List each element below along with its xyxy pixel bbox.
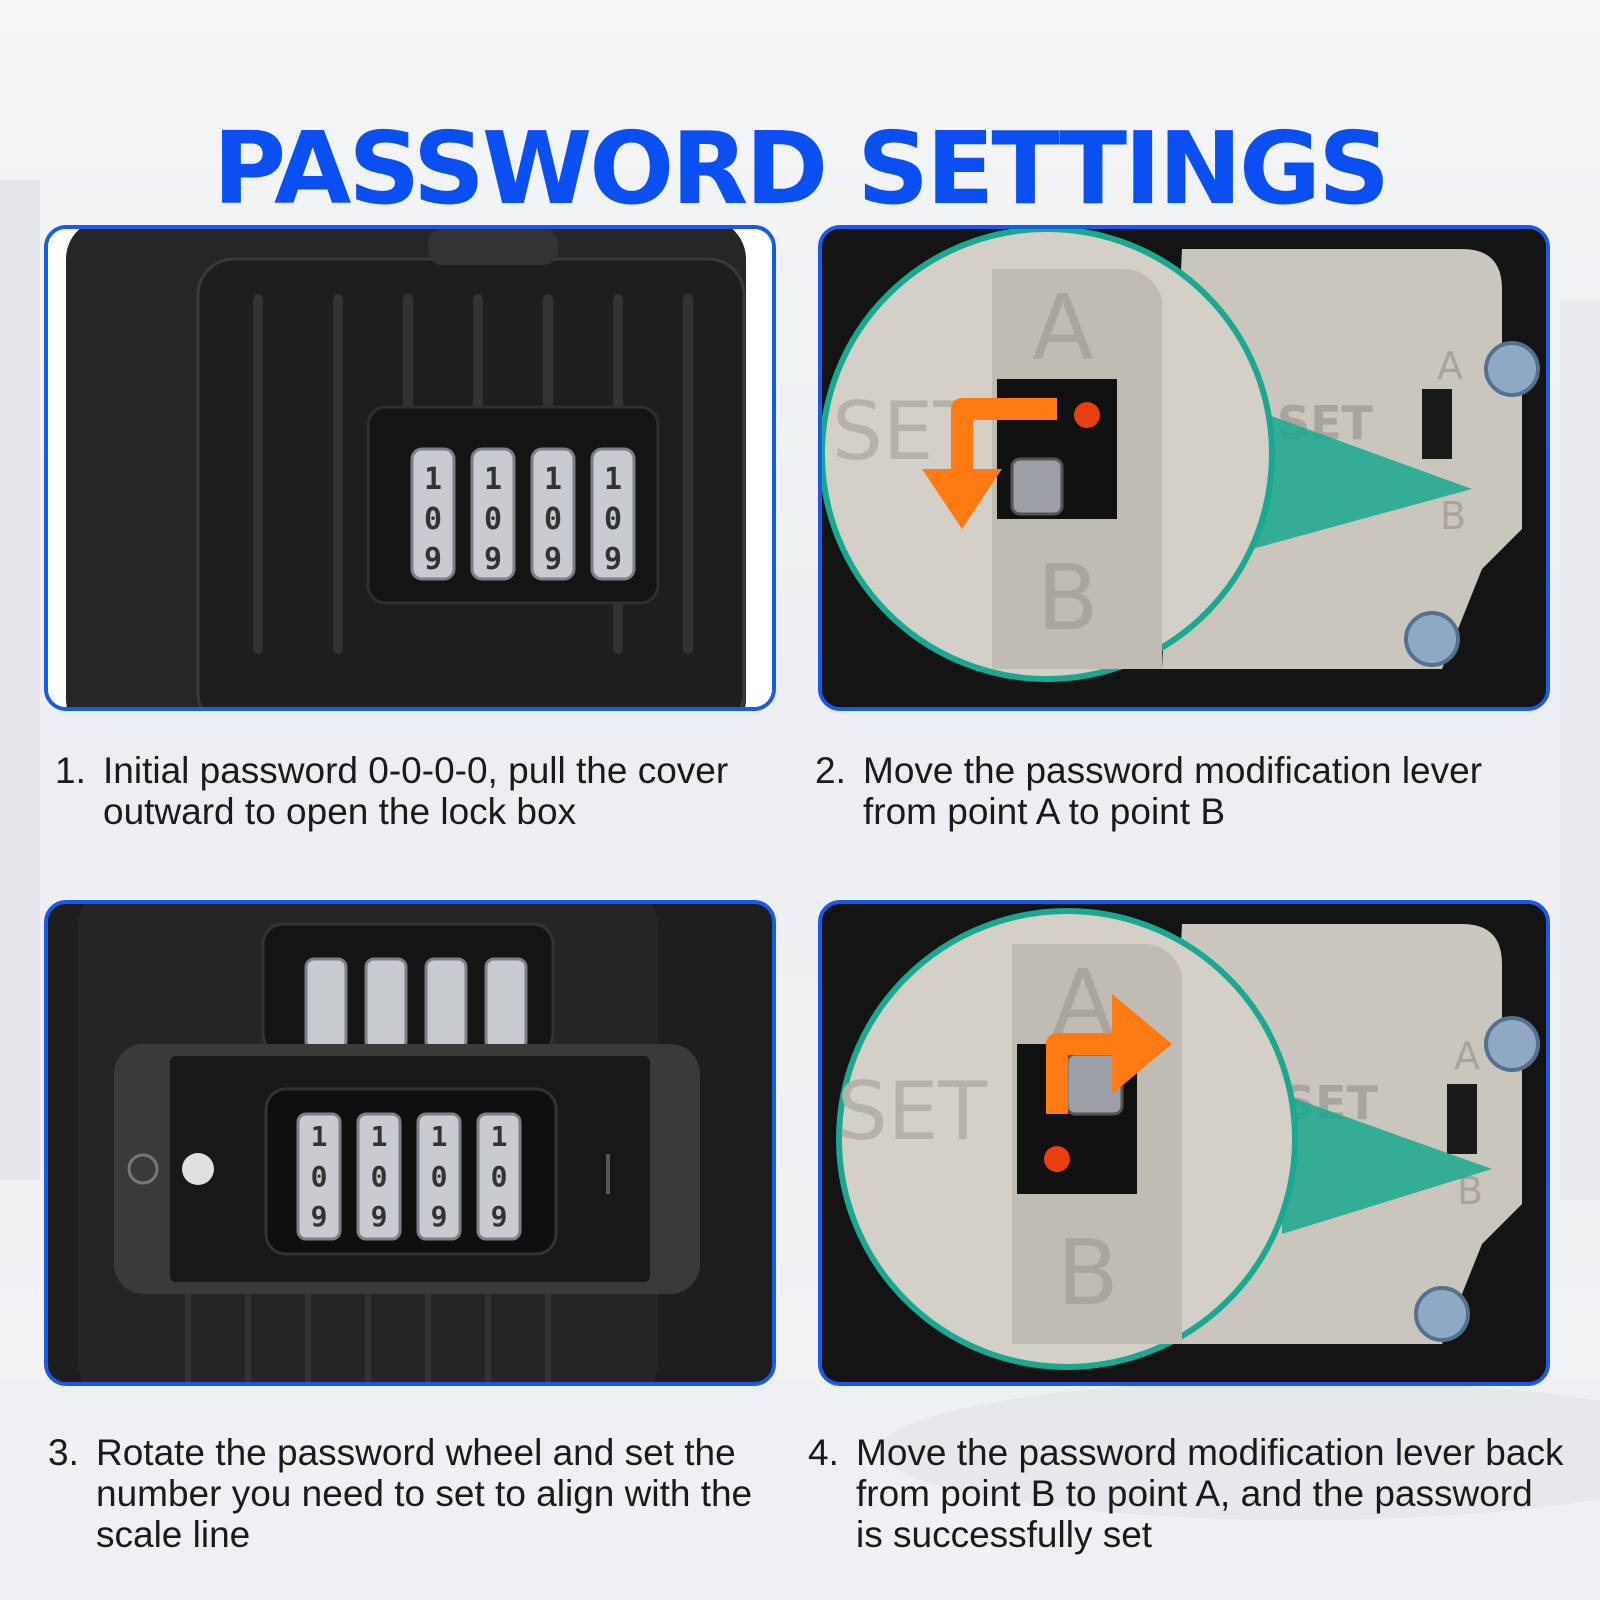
- step-text: Initial password 0-0-0-0, pull the cover…: [103, 750, 729, 832]
- screw-icon: [1404, 611, 1460, 667]
- arrow-head-icon: [922, 469, 1002, 529]
- svg-text:9: 9: [544, 542, 562, 577]
- point-a-marker: [1074, 402, 1100, 428]
- svg-text:1: 1: [484, 462, 502, 497]
- step-number: 1.: [55, 750, 86, 791]
- svg-text:A: A: [1437, 344, 1463, 388]
- page-title: PASSWORD SETTINGS: [212, 110, 1390, 227]
- step-3-instruction: 3. Rotate the password wheel and set the …: [48, 1432, 768, 1555]
- panel-step-1-lock-box: 1 0 9 1 0 9 1 0 9 1 0 9: [44, 225, 776, 711]
- svg-text:0: 0: [431, 1160, 448, 1193]
- step-number: 2.: [815, 750, 846, 791]
- point-b-marker: [1044, 1146, 1070, 1172]
- zoom-beam: [1252, 409, 1472, 549]
- svg-text:0: 0: [371, 1160, 388, 1193]
- svg-text:9: 9: [424, 542, 442, 577]
- step-2-instruction: 2. Move the password modification lever f…: [815, 750, 1555, 832]
- lever-mechanism-illustration: SET A B A B SET: [822, 904, 1546, 1382]
- svg-text:9: 9: [604, 542, 622, 577]
- panel-step-3-rotate-wheel: 1 0 9 1 0 9 1 0 9 1 0 9: [44, 900, 776, 1386]
- arrow-head-icon: [1112, 994, 1172, 1094]
- step-text: Move the password modification lever fro…: [863, 750, 1483, 832]
- svg-text:9: 9: [484, 542, 502, 577]
- step-text: Rotate the password wheel and set the nu…: [96, 1432, 753, 1555]
- shutter-button-icon: [182, 1153, 214, 1185]
- svg-text:0: 0: [544, 502, 562, 537]
- combination-dials: 1 0 9 1 0 9 1 0 9 1 0 9: [296, 1112, 522, 1241]
- svg-text:B: B: [1440, 494, 1466, 538]
- svg-text:0: 0: [604, 502, 622, 537]
- svg-text:9: 9: [311, 1200, 328, 1233]
- step-number: 3.: [48, 1432, 79, 1473]
- svg-text:A: A: [1032, 276, 1094, 381]
- orange-arrow-right-icon: [1046, 1033, 1122, 1114]
- svg-text:0: 0: [491, 1160, 508, 1193]
- lock-box-front-illustration: 1 0 9 1 0 9 1 0 9 1 0 9: [48, 229, 772, 707]
- svg-text:B: B: [1037, 546, 1099, 651]
- svg-text:0: 0: [311, 1160, 328, 1193]
- step-4-instruction: 4. Move the password modification lever b…: [808, 1432, 1568, 1555]
- svg-text:9: 9: [431, 1200, 448, 1233]
- svg-text:1: 1: [604, 462, 622, 497]
- rotate-wheel-illustration: 1 0 9 1 0 9 1 0 9 1 0 9: [48, 904, 772, 1382]
- phone-home-button-icon: [127, 1153, 159, 1185]
- svg-text:0: 0: [424, 502, 442, 537]
- screw-icon: [1414, 1286, 1470, 1342]
- zoom-beam: [1282, 1094, 1492, 1234]
- svg-text:1: 1: [311, 1120, 328, 1153]
- svg-text:1: 1: [491, 1120, 508, 1153]
- orange-arrow-down-icon: [951, 398, 1057, 479]
- step-text: Move the password modification lever bac…: [856, 1432, 1564, 1555]
- screw-icon: [1484, 1016, 1540, 1072]
- svg-text:1: 1: [431, 1120, 448, 1153]
- svg-text:0: 0: [484, 502, 502, 537]
- step-1-instruction: 1. Initial password 0-0-0-0, pull the cov…: [55, 750, 755, 832]
- panel-step-2-lever-a-to-b: SET A B A B SET: [818, 225, 1550, 711]
- svg-text:A: A: [1454, 1034, 1480, 1078]
- screw-icon: [1484, 341, 1540, 397]
- panel-step-4-lever-b-to-a: SET A B A B SET: [818, 900, 1550, 1386]
- svg-text:1: 1: [371, 1120, 388, 1153]
- svg-text:SET: SET: [837, 1065, 988, 1158]
- svg-text:1: 1: [424, 462, 442, 497]
- svg-text:9: 9: [371, 1200, 388, 1233]
- lever-knob: [1010, 457, 1064, 516]
- svg-text:B: B: [1057, 1221, 1119, 1326]
- svg-text:9: 9: [491, 1200, 508, 1233]
- svg-text:1: 1: [544, 462, 562, 497]
- lever-mechanism-illustration: SET A B A B SET: [822, 229, 1546, 707]
- combination-dials: 1 0 9 1 0 9 1 0 9 1 0 9: [410, 447, 636, 581]
- step-number: 4.: [808, 1432, 839, 1473]
